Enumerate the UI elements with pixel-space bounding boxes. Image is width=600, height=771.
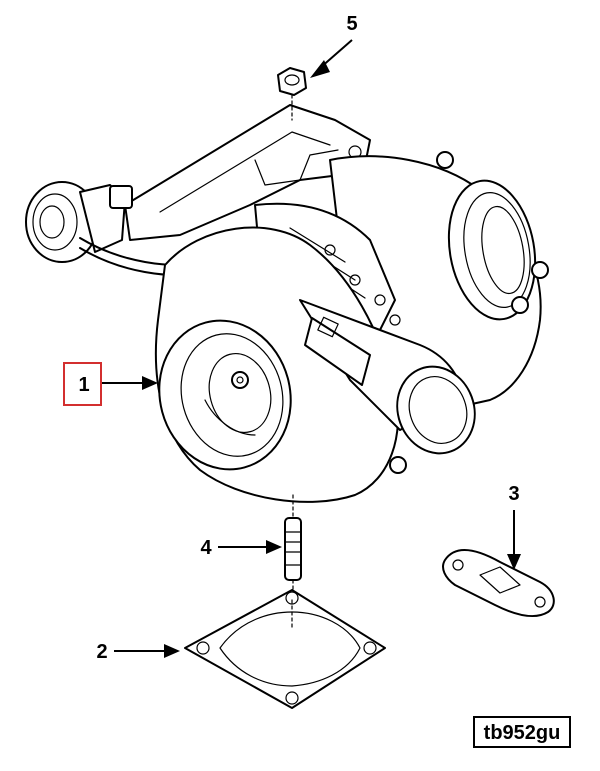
- callout-3: 3: [508, 483, 519, 505]
- outlet-elbow: [299, 299, 476, 474]
- callout-2: 2: [96, 641, 107, 663]
- callout-1: 1: [78, 374, 89, 396]
- callout-4: 4: [200, 537, 212, 559]
- callout-5: 5: [346, 13, 357, 35]
- reference-code: tb952gu: [484, 722, 561, 744]
- nut-part-5: [277, 67, 307, 121]
- reference-box: tb952gu: [473, 716, 571, 748]
- gasket-part-2: [184, 589, 386, 709]
- callout-arrows: [100, 39, 521, 658]
- data-plate: [304, 317, 371, 386]
- wastegate-actuator: [25, 181, 133, 263]
- stud-part-4: [284, 494, 302, 601]
- gasket-part-3: [442, 549, 555, 617]
- turbine-housing-part-1: [154, 226, 399, 503]
- callout-1-highlight: [63, 362, 102, 406]
